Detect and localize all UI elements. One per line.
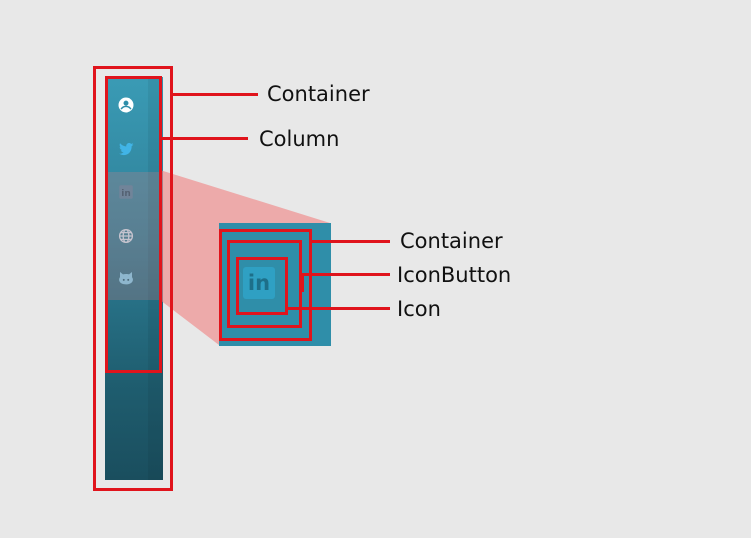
zoom-container-label: Container	[400, 229, 503, 253]
column-label: Column	[259, 127, 340, 151]
icon-button-leader-vertical	[301, 273, 304, 292]
linkedin-icon-zoomed[interactable]: in	[243, 267, 275, 299]
linkedin-icon[interactable]: in	[117, 183, 135, 201]
outer-container-box	[93, 66, 173, 491]
github-icon[interactable]	[117, 269, 135, 287]
zoom-container-leader-line	[311, 240, 390, 243]
column-box	[105, 76, 162, 373]
column-leader-line	[161, 137, 248, 140]
icon-button-label: IconButton	[397, 263, 512, 287]
container-label: Container	[267, 82, 370, 106]
sidebar-panel	[105, 77, 163, 480]
icon-label: Icon	[397, 297, 441, 321]
container-leader-line	[172, 93, 258, 96]
icon-box	[236, 257, 288, 315]
globe-icon[interactable]	[117, 227, 135, 245]
icon-leader-line	[287, 307, 390, 310]
account-circle-icon[interactable]	[117, 96, 135, 114]
svg-text:in: in	[121, 189, 131, 199]
icon-button-box	[227, 240, 302, 328]
icon-button-leader-line	[301, 273, 390, 276]
twitter-icon[interactable]	[117, 140, 135, 158]
zoom-container-box	[219, 229, 312, 341]
